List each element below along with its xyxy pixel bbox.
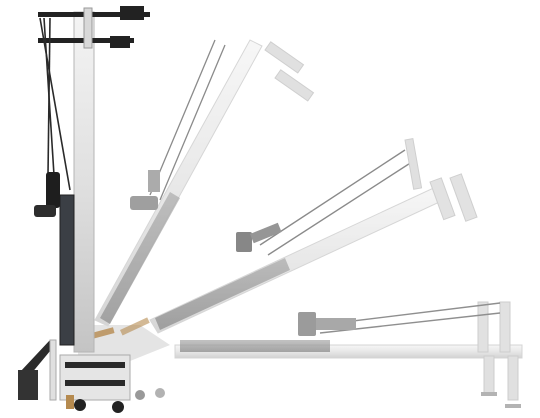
reformer-upright-position <box>18 6 150 401</box>
reformer-flat-position <box>174 301 523 408</box>
reformer-high-incline-position <box>94 39 315 327</box>
reformer-low-incline-position <box>149 138 478 334</box>
reformer-base-hinge <box>59 317 170 413</box>
